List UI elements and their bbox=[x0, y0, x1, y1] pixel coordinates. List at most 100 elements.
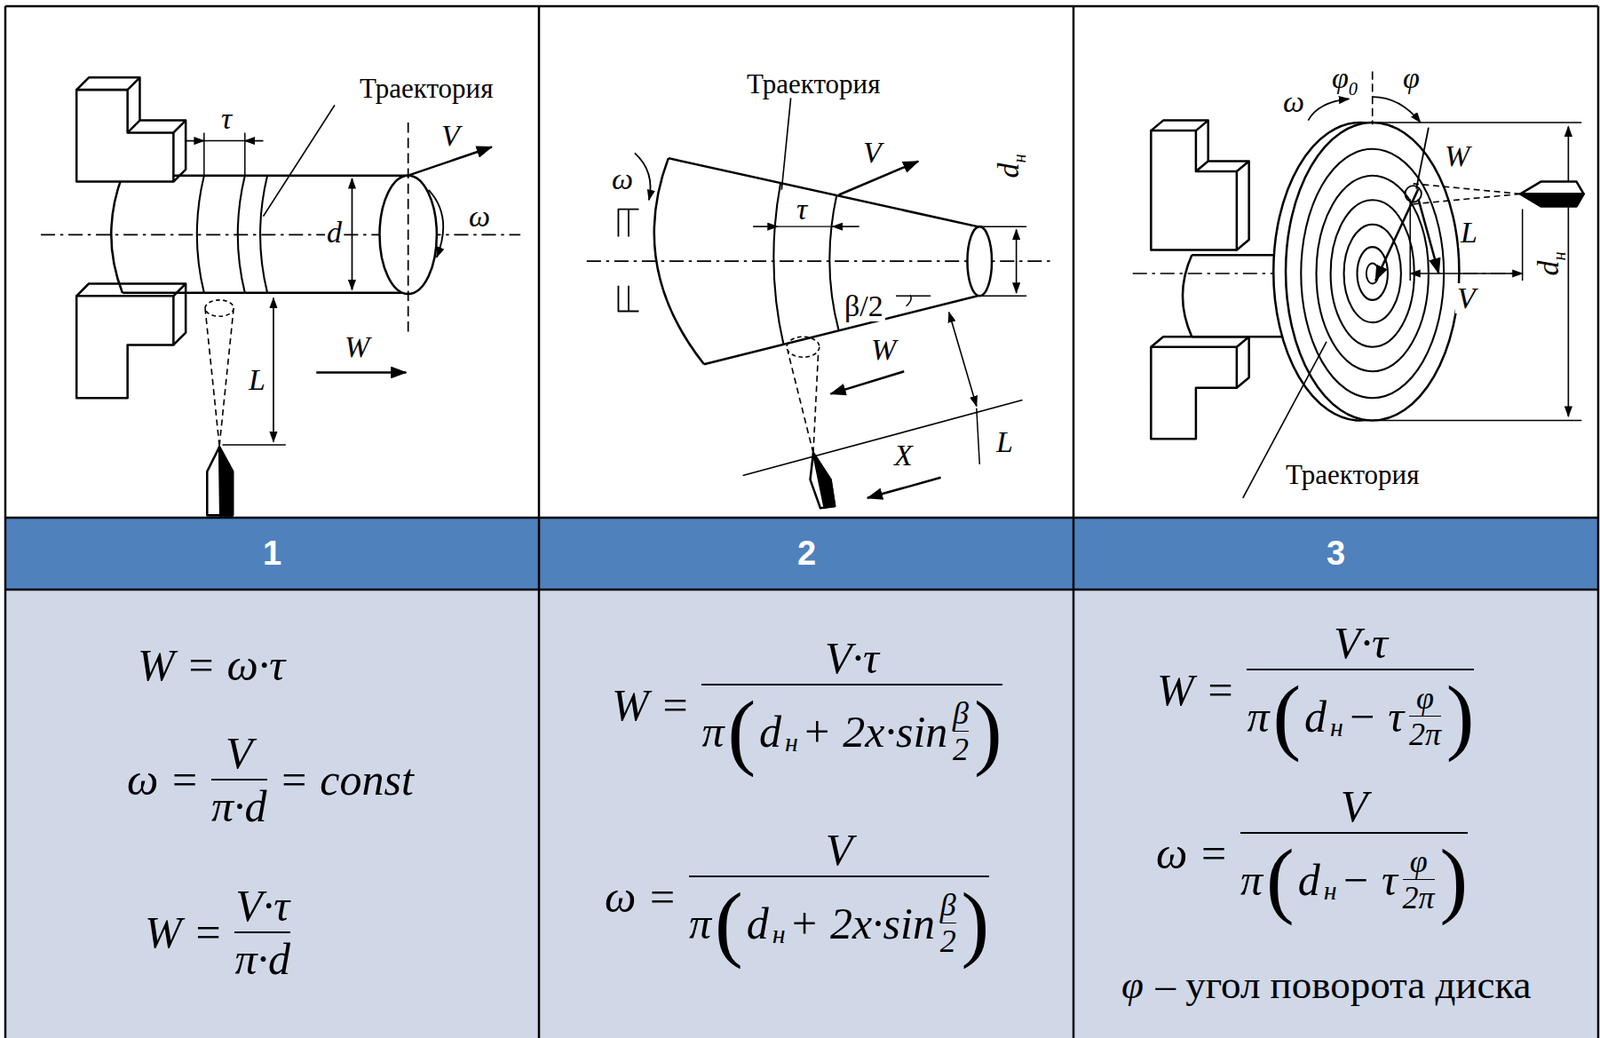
disk-facing-part bbox=[1371, 71, 1374, 125]
fraction-bar bbox=[1240, 831, 1468, 834]
denominator: π·d bbox=[234, 936, 291, 982]
angle-label: 0 bbox=[1348, 79, 1358, 99]
velocity-label: V bbox=[441, 118, 460, 152]
small-fraction: φ 2π bbox=[1407, 681, 1443, 752]
cylinder-turning-part bbox=[76, 89, 174, 182]
cylinder-turning-part bbox=[206, 446, 233, 515]
formula-part: β bbox=[952, 697, 969, 729]
disk-facing-part bbox=[1520, 193, 1584, 206]
disk-facing-part bbox=[1285, 122, 1459, 421]
cylinder-turning-part bbox=[110, 175, 408, 294]
velocity-label: V bbox=[1457, 281, 1476, 315]
formula-part: V·τ bbox=[235, 883, 290, 928]
formula-bracket: ( bbox=[714, 880, 744, 966]
formula-part: π bbox=[1246, 694, 1269, 739]
numerator: V bbox=[1340, 784, 1369, 829]
feed-label: W bbox=[1444, 139, 1470, 173]
formula-part: π bbox=[1240, 857, 1263, 903]
fraction-bar bbox=[211, 778, 268, 781]
numerator: V bbox=[225, 730, 254, 776]
formula-bracket: ) bbox=[1439, 837, 1468, 922]
disk-facing-part bbox=[1372, 122, 1583, 421]
figure-label: Траектория bbox=[357, 74, 495, 103]
formula-part: 2π bbox=[1402, 881, 1435, 914]
formula-part: π bbox=[689, 901, 712, 946]
formula-bracket: ( bbox=[727, 689, 756, 774]
numerator: V·τ bbox=[824, 635, 880, 681]
formula-part: V bbox=[825, 827, 854, 872]
formula-part: φ bbox=[1416, 681, 1434, 714]
numerator: V·τ bbox=[1333, 620, 1388, 666]
figure-label: L bbox=[1458, 217, 1480, 248]
disk-facing-part bbox=[1150, 120, 1249, 251]
fraction: V·τ π(dн+ 2x·sinβ2) bbox=[699, 635, 1005, 774]
formula: W =V·τπ·d bbox=[144, 883, 293, 982]
formula: W = V·τ π(dн+ 2x·sinβ2) bbox=[611, 635, 1005, 774]
figure-label: dн bbox=[993, 151, 1024, 180]
distance-label: L bbox=[996, 425, 1014, 459]
denominator: π(dн− τφ2π) bbox=[1240, 837, 1468, 922]
small-fraction: φ2π bbox=[1401, 845, 1437, 915]
cone-turning-part bbox=[867, 477, 942, 499]
disk-facing bbox=[1132, 71, 1585, 498]
rotation-label: ω bbox=[468, 199, 491, 233]
numerator: β bbox=[952, 697, 969, 729]
rotation-label: ω bbox=[1283, 85, 1305, 119]
fraction-bar bbox=[701, 683, 1002, 686]
figure-label: W bbox=[342, 332, 372, 363]
figure-label: φ0 bbox=[1330, 63, 1360, 94]
formula-part: π·d bbox=[234, 936, 291, 982]
table-grid-part bbox=[5, 6, 1599, 1038]
angle-label: φ bbox=[1331, 61, 1349, 95]
cone-turning-part bbox=[966, 226, 992, 296]
cylinder-turning-part bbox=[185, 140, 205, 143]
formula-part: φ bbox=[1121, 965, 1144, 1006]
disk-facing-part bbox=[1150, 336, 1249, 388]
cylinder-turning-part bbox=[205, 308, 234, 446]
small-fraction: β2 bbox=[950, 697, 971, 767]
disk-facing-part bbox=[1375, 189, 1418, 281]
formula-bracket: ) bbox=[1446, 673, 1475, 759]
column-number: 3 bbox=[1326, 534, 1346, 572]
formula-part: π·d bbox=[211, 784, 268, 829]
cylinder-turning-part bbox=[204, 132, 246, 175]
table-grid bbox=[5, 6, 1600, 1038]
formula-part: + 2x·sin bbox=[789, 901, 935, 946]
denominator: π(dн+ 2x·sinβ2) bbox=[689, 880, 990, 966]
cylinder-turning-part bbox=[40, 233, 521, 236]
formula-bracket: ( bbox=[1272, 673, 1301, 759]
denominator: π(dн+ 2x·sinβ2) bbox=[701, 689, 1002, 774]
trajectory-label: Траектория bbox=[1285, 459, 1419, 491]
axis-label: X bbox=[894, 438, 913, 472]
cone-turning-part bbox=[976, 408, 980, 465]
formula-part: V bbox=[225, 730, 254, 776]
cone-turning-part bbox=[743, 399, 1023, 476]
cone-turning-part bbox=[1015, 229, 1018, 294]
formula: φ – угол поворота диска bbox=[1121, 965, 1532, 1006]
distance-label: L bbox=[1460, 215, 1478, 249]
fraction-bar bbox=[234, 931, 291, 934]
figure-label: φ bbox=[1401, 63, 1422, 94]
disk-facing-part bbox=[1344, 224, 1402, 323]
denominator: 2π bbox=[1409, 718, 1442, 751]
fraction-bar bbox=[1246, 668, 1474, 671]
figure-label: dн bbox=[1533, 249, 1564, 278]
illustration-part bbox=[40, 71, 1585, 515]
cone-turning-part bbox=[830, 371, 904, 394]
figure-label: β/2 bbox=[842, 291, 886, 322]
disk-facing-part bbox=[1307, 98, 1349, 120]
disk-facing-part bbox=[1356, 246, 1387, 301]
formula-bracket: ) bbox=[961, 880, 991, 966]
formula-note: – угол поворота диска bbox=[1155, 965, 1531, 1006]
formula-part: W = bbox=[611, 682, 690, 728]
cone-turning-part bbox=[781, 97, 791, 190]
denominator: π(dн− τφ2π) bbox=[1246, 673, 1474, 759]
cone-turning-part bbox=[654, 158, 978, 365]
denominator: 2π bbox=[1402, 881, 1435, 914]
formula-part: ω = bbox=[126, 757, 200, 802]
disk-facing-part bbox=[1416, 127, 1429, 190]
figure-label: d bbox=[324, 217, 344, 248]
formula-part: V bbox=[1340, 784, 1369, 829]
formula: ω =Vπ(dн− τφ2π) bbox=[1156, 784, 1471, 922]
diameter-label: н bbox=[1009, 153, 1030, 163]
